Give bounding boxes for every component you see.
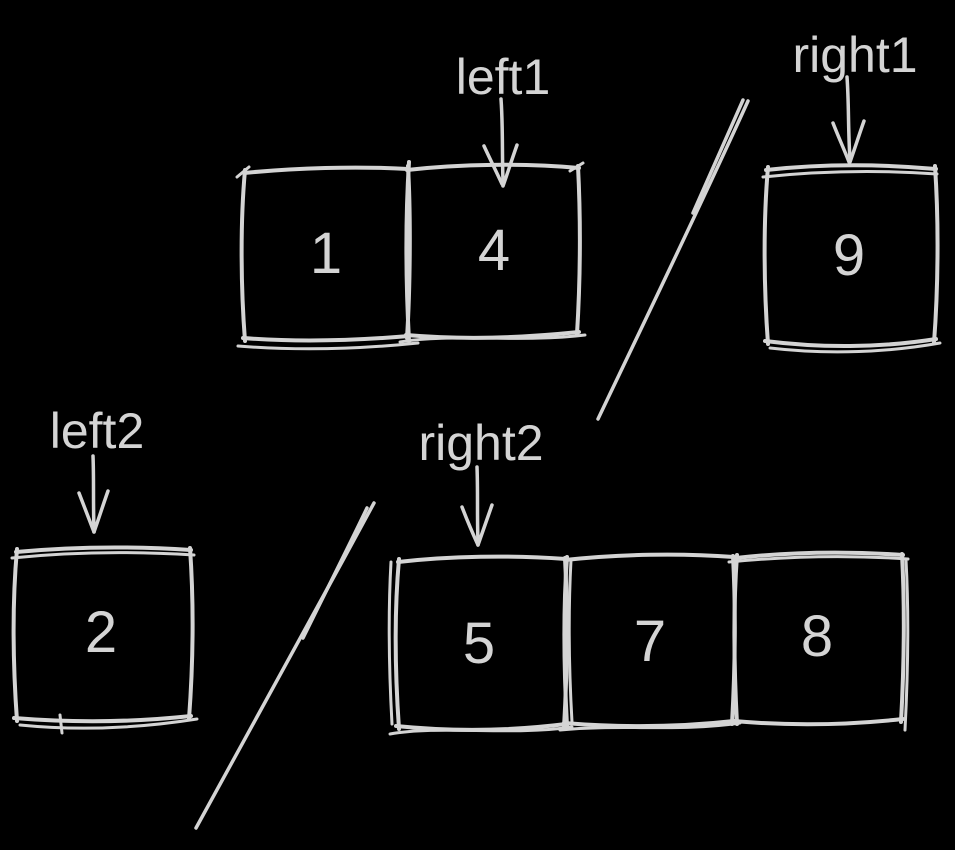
- pointer-label-right2: right2: [418, 415, 544, 471]
- cell-value-1: 1: [309, 221, 343, 286]
- pointer-label-right1: right1: [792, 27, 918, 83]
- arrow-left2: [77, 454, 110, 534]
- cell-value-4: 4: [477, 218, 511, 283]
- cell-box-9: [761, 163, 942, 354]
- cell-value-8: 8: [800, 604, 834, 669]
- arrow-right2: [460, 465, 494, 547]
- pointer-label-left2: left2: [49, 403, 145, 459]
- cell-value-7: 7: [633, 609, 667, 674]
- slash-divider-top: [596, 98, 750, 421]
- arrow-right1: [831, 75, 866, 164]
- cell-box-8: [727, 550, 910, 732]
- cell-value-2: 2: [84, 600, 118, 665]
- slash-divider-bottom: [194, 501, 376, 830]
- cell-box-2: [10, 545, 199, 735]
- pointer-label-left1: left1: [455, 49, 551, 105]
- cell-value-9: 9: [832, 223, 866, 288]
- cell-value-5: 5: [462, 611, 496, 676]
- arrow-left1: [482, 97, 519, 188]
